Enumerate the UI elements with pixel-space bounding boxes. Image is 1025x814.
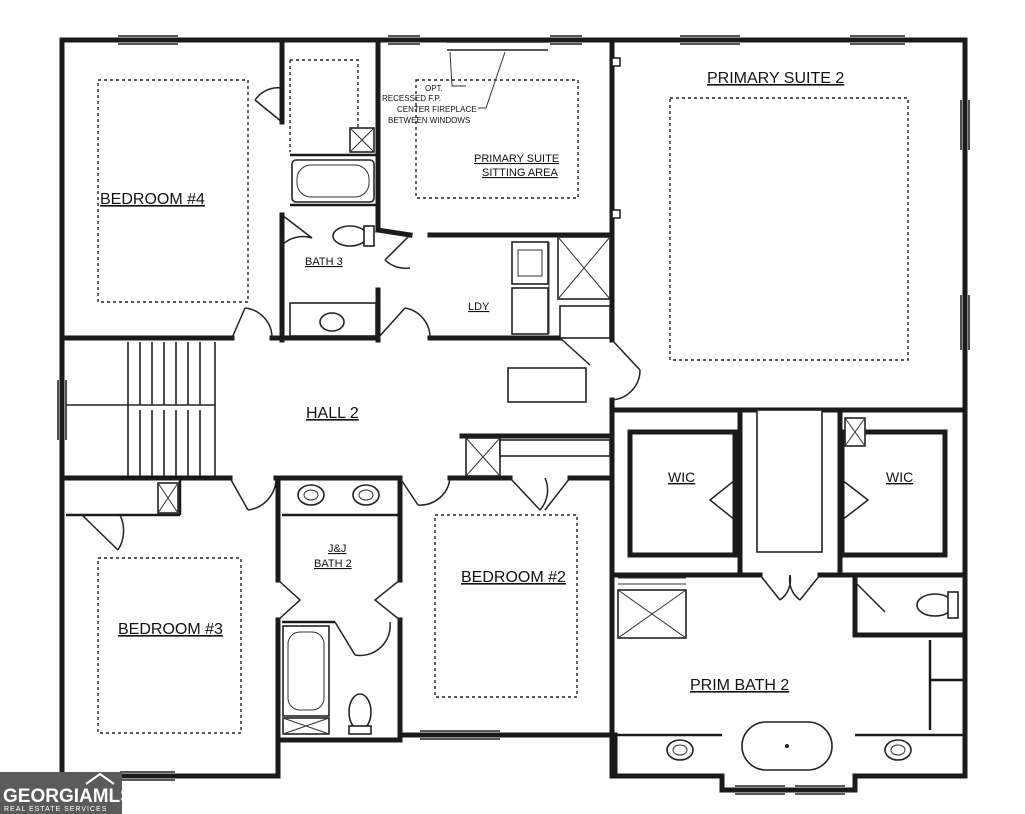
logo-brand: GEORGIAMLS bbox=[3, 786, 133, 807]
fixtures bbox=[157, 51, 959, 771]
label-sitting-line2: SITTING AREA bbox=[482, 167, 558, 179]
windows bbox=[57, 35, 970, 795]
georgiamls-logo: GEORGIAMLS REAL ESTATE SERVICES bbox=[0, 772, 133, 814]
label-bedroom-3: BEDROOM #3 bbox=[118, 621, 223, 638]
doors bbox=[81, 86, 886, 657]
exterior-walls bbox=[59, 37, 968, 793]
label-wic-left: WIC bbox=[668, 469, 695, 485]
label-sitting-line1: PRIMARY SUITE bbox=[474, 153, 559, 165]
label-bedroom-2: BEDROOM #2 bbox=[461, 569, 566, 586]
note-line-4: BETWEEN WINDOWS bbox=[388, 116, 470, 125]
logo-sub: REAL ESTATE SERVICES bbox=[4, 806, 107, 813]
label-jj-line1: J&J bbox=[328, 543, 346, 555]
label-bedroom-4: BEDROOM #4 bbox=[100, 191, 205, 208]
note-line-2: RECESSED F.P. bbox=[382, 94, 441, 103]
label-primary-suite: PRIMARY SUITE 2 bbox=[707, 70, 844, 87]
label-laundry: LDY bbox=[468, 301, 490, 313]
label-prim-bath: PRIM BATH 2 bbox=[690, 677, 789, 694]
note-line-1: OPT. bbox=[425, 84, 443, 93]
stairs bbox=[66, 342, 216, 476]
label-bath-3: BATH 3 bbox=[305, 256, 343, 268]
interior-walls bbox=[59, 37, 968, 779]
room-labels: BEDROOM #4 BATH 3 PRIMARY SUITE SITTING … bbox=[100, 70, 913, 694]
label-hall: HALL 2 bbox=[306, 405, 359, 422]
label-wic-right: WIC bbox=[886, 469, 913, 485]
note-line-3: CENTER FIREPLACE bbox=[397, 105, 477, 114]
fireplace-note: OPT. RECESSED F.P. CENTER FIREPLACE BETW… bbox=[382, 84, 477, 125]
dashed-outlines bbox=[97, 59, 909, 734]
label-jj-line2: BATH 2 bbox=[314, 558, 352, 570]
